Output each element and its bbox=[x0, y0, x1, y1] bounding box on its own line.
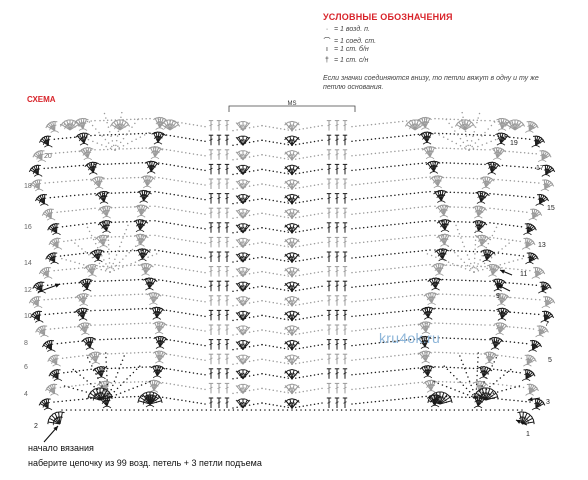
double-crochet-symbol-icon: † bbox=[325, 57, 329, 64]
legend-item-text: = 1 возд. п. bbox=[334, 26, 370, 33]
left-row-number: 16 bbox=[24, 224, 32, 231]
right-row-number: 19 bbox=[510, 140, 518, 147]
single-crochet-symbol-icon: ı bbox=[326, 46, 328, 53]
center-bracket: MS bbox=[228, 101, 356, 112]
right-row-number: 3 bbox=[546, 399, 550, 406]
slip-stitch-symbol-icon: ⌒ bbox=[323, 38, 331, 45]
legend-item-text: = 1 ст. б/н bbox=[334, 46, 369, 53]
right-row-number: 5 bbox=[548, 357, 552, 364]
scheme-title: СХЕМА bbox=[27, 95, 56, 104]
left-row-number: 6 bbox=[24, 364, 28, 371]
start-arrow-icon bbox=[43, 425, 59, 443]
left-row-number: 20 bbox=[44, 153, 52, 160]
left-row-number: 14 bbox=[24, 260, 32, 267]
chart-stitches bbox=[28, 111, 556, 426]
right-row-number: 17 bbox=[536, 165, 544, 172]
legend-item-double-crochet: † = 1 ст. с/н bbox=[323, 57, 368, 64]
arrows bbox=[37, 269, 541, 443]
right-row-number: 15 bbox=[547, 205, 555, 212]
left-row-number: 18 bbox=[24, 183, 32, 190]
right-row-number: 11 bbox=[520, 271, 527, 278]
legend-item-chain: · = 1 возд. п. bbox=[323, 26, 370, 33]
right-turn-arrow-icon bbox=[499, 269, 513, 276]
legend-item-text: = 1 ст. с/н bbox=[334, 57, 369, 64]
legend-item-single-crochet: ı = 1 ст. б/н bbox=[323, 46, 369, 53]
left-turn-arrow-icon bbox=[37, 283, 61, 293]
right-row-arrow-icon bbox=[527, 397, 541, 402]
left-row-number: 4 bbox=[24, 391, 28, 398]
right-row-number: 9 bbox=[496, 293, 500, 300]
start-instruction: наберите цепочку из 99 возд. петель + 3 … bbox=[28, 458, 262, 468]
legend-item-text: = 1 соед. ст. bbox=[334, 38, 377, 45]
chain-symbol-icon: · bbox=[325, 26, 329, 33]
left-row-numbers: 2 4 6 8 10 12 14 16 18 20 bbox=[24, 153, 52, 430]
left-row-number: 8 bbox=[24, 340, 28, 347]
right-turn-arrow-icon bbox=[497, 284, 511, 292]
right-row-number: 1 bbox=[526, 431, 530, 438]
right-start-arrow-icon bbox=[515, 419, 528, 426]
legend-title: УСЛОВНЫЕ ОБОЗНАЧЕНИЯ bbox=[323, 12, 453, 22]
watermark: kru4ok.ru bbox=[379, 330, 441, 346]
right-row-number: 7 bbox=[545, 321, 549, 328]
left-row-number: 2 bbox=[34, 423, 38, 430]
center-mark-label: MS bbox=[288, 101, 297, 107]
left-row-number: 10 bbox=[24, 313, 32, 320]
right-row-number: 13 bbox=[538, 242, 546, 249]
left-row-number: 12 bbox=[24, 287, 32, 294]
legend-note: Если значки соединяются внизу, то петли … bbox=[323, 75, 539, 91]
legend-item-slip-stitch: ⌒= 1 соед. ст. bbox=[323, 36, 377, 46]
start-label: начало вязания bbox=[28, 443, 94, 453]
